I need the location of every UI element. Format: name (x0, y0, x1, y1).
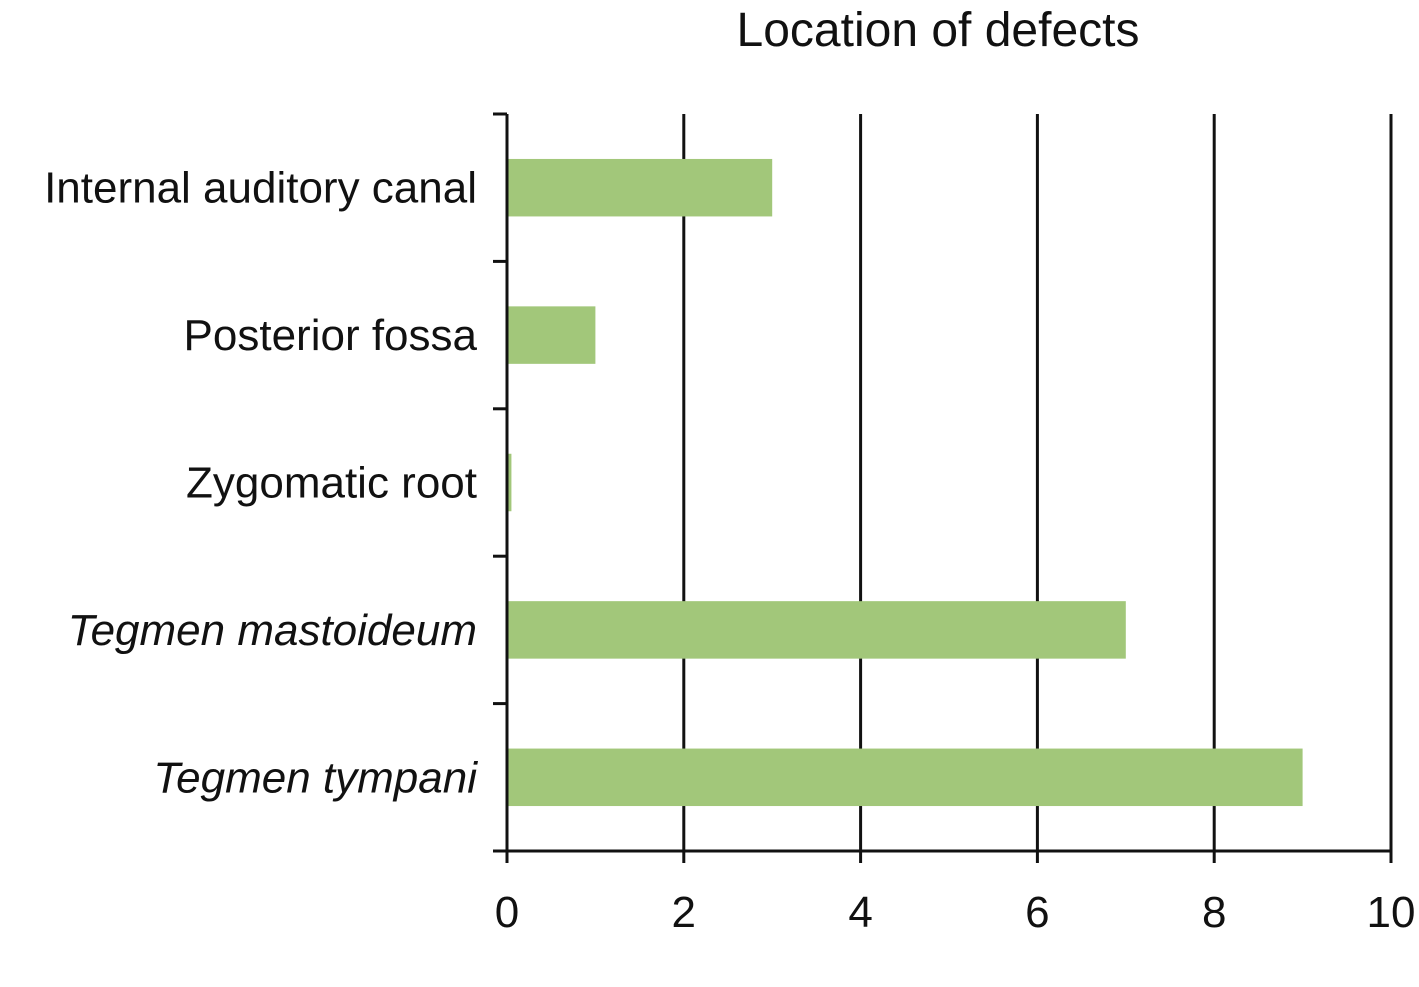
bar (507, 306, 596, 364)
gridlines (682, 114, 1393, 851)
x-tick-label: 0 (495, 888, 519, 937)
x-tick-label: 4 (848, 888, 872, 937)
category-label: Posterior fossa (184, 311, 478, 360)
bar (507, 748, 1303, 807)
category-label: Tegmen mastoideum (68, 606, 477, 655)
bars (507, 158, 1303, 807)
category-label: Tegmen tympani (153, 753, 478, 802)
x-tick-label: 6 (1025, 888, 1049, 937)
x-tick-label: 2 (672, 888, 696, 937)
category-label: Zygomatic root (186, 459, 477, 508)
category-label: Internal auditory canal (44, 164, 477, 213)
chart-title: Location of defects (737, 4, 1140, 57)
x-tick-label: 10 (1367, 888, 1416, 937)
axes (493, 112, 1393, 863)
bar (507, 453, 512, 512)
x-tick-label: 8 (1202, 888, 1226, 937)
tick-labels: 0 2 4 6 8 10 (495, 888, 1416, 937)
bar (507, 601, 1126, 659)
bar (507, 158, 773, 217)
